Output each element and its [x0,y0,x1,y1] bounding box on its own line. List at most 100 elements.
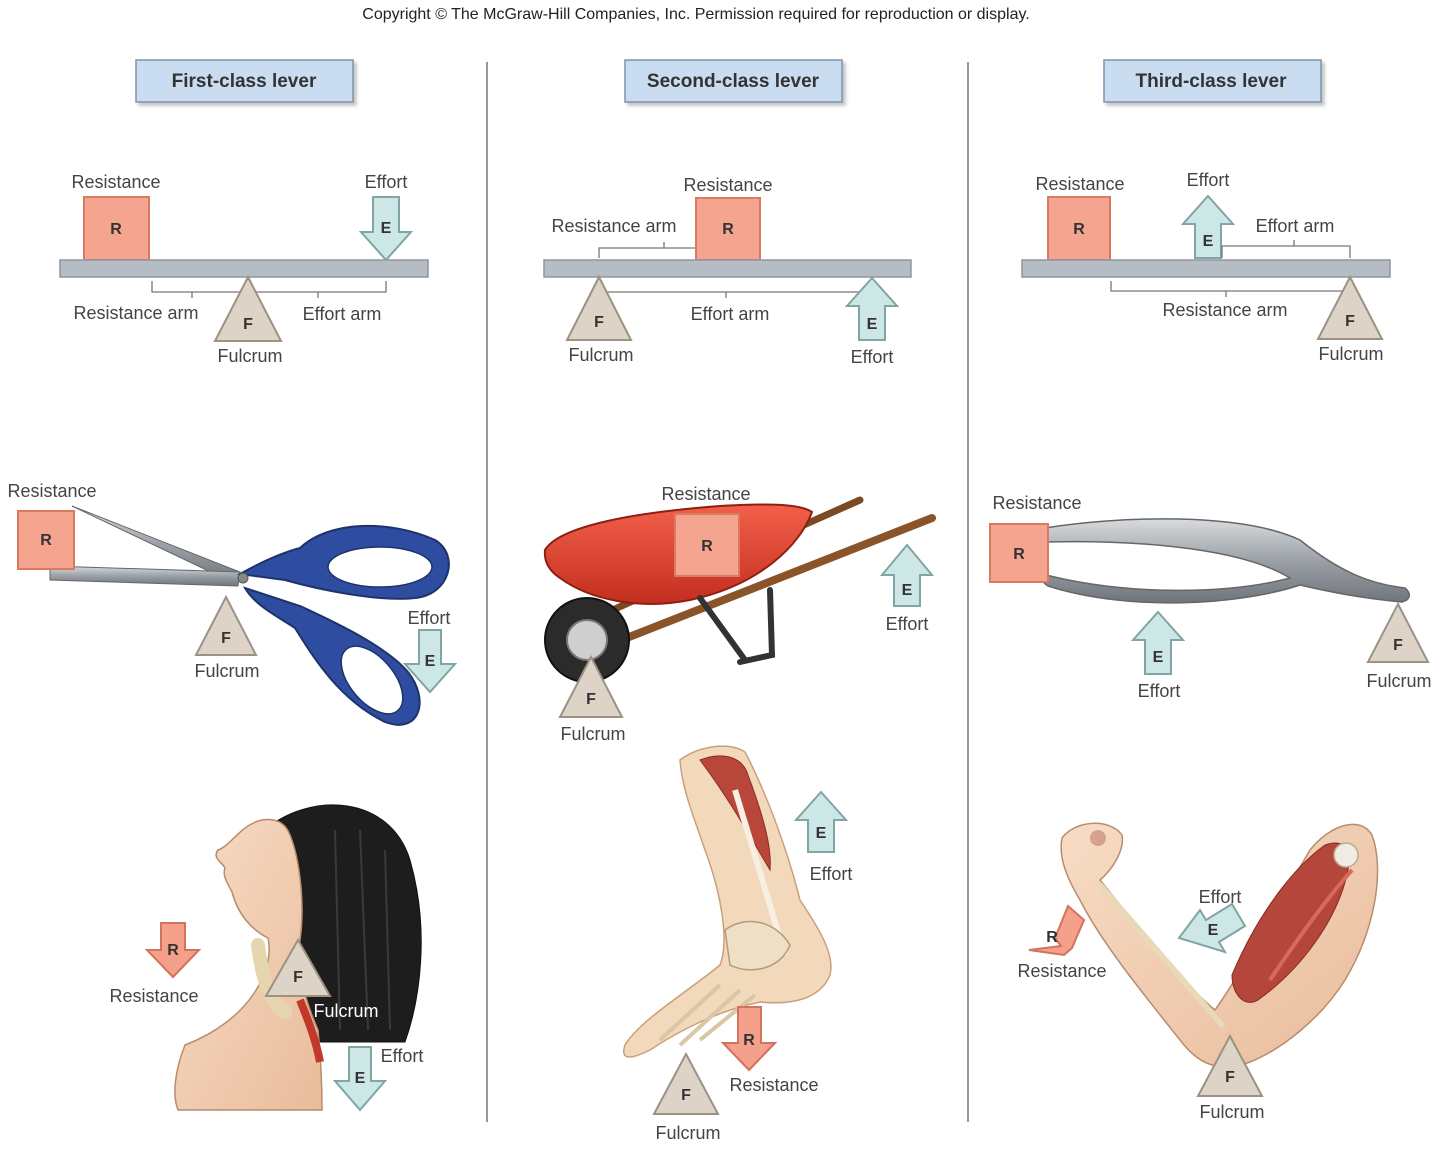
column-title: Second-class lever [647,71,820,92]
effort-arrow-up-icon [1130,610,1186,675]
tweezers-illustration [1041,518,1410,604]
effort-label: Effort [1138,681,1181,701]
column-title: Third-class lever [1135,71,1287,92]
resistance-box [83,196,150,261]
effort-arrow-down-icon [358,196,414,262]
fulcrum-triangle-icon [1366,601,1430,663]
fulcrum-triangle-icon [1196,1033,1264,1097]
title-box [624,59,843,103]
fulcrum-triangle-icon [194,594,258,656]
fulcrum-letter: F [1225,1069,1235,1086]
effort-arrow-icon [1177,902,1247,954]
fulcrum-letter: F [1345,313,1355,330]
effort-label: Effort [886,614,929,634]
third-class-diagram: Resistance R Effort E Effort arm Resista… [1021,170,1391,364]
second-class-column: Second-class lever Resistance Resistance… [543,59,936,1143]
resistance-arrow-down-icon [720,1006,778,1072]
handle-hole [327,546,433,588]
effort-arrow-up-icon [844,276,900,341]
lever-beam [543,259,912,278]
effort-label: Effort [810,864,853,884]
resistance-letter: R [40,532,52,549]
fulcrum-label: Fulcrum [313,1001,378,1021]
third-class-column: Third-class lever Resistance R Effort E … [989,59,1432,1122]
scissors-blade-bottom [49,565,241,587]
resistance-box [1047,196,1111,261]
scissors-pivot [237,572,249,584]
neck-muscle [296,998,324,1063]
tweezers-example: Resistance R E Effort F Fulcrum [989,493,1432,701]
lever-beam [1021,259,1391,278]
resistance-letter: R [701,538,713,555]
fist-knuckles [1090,830,1106,846]
wheelbarrow-handle [592,514,936,654]
resistance-label: Resistance [7,481,96,501]
effort-arrow-up-icon [1180,194,1236,259]
resistance-letter: R [1073,221,1085,238]
resistance-label: Resistance [729,1075,818,1095]
effort-label: Effort [365,172,408,192]
column-title: First-class lever [172,71,317,92]
first-class-column: First-class lever Resistance R Effort E … [7,59,458,1112]
resistance-letter: R [1013,546,1025,563]
wheelbarrow-example: Resistance R E Effort F Fulcrum [543,484,936,744]
resistance-label: Resistance [1035,174,1124,194]
effort-arm-bracket [1221,240,1351,258]
first-class-diagram: Resistance R Effort E Resistance arm Eff… [59,172,429,366]
fulcrum-triangle-icon [1316,274,1384,340]
shoulder-joint [1333,842,1359,868]
biceps-muscle [1231,842,1350,1003]
effort-letter: E [1203,233,1214,250]
fulcrum-label: Fulcrum [568,345,633,365]
resistance-label: Resistance [992,493,1081,513]
face-neck-illustration [174,818,323,1111]
copyright-notice: Copyright © The McGraw-Hill Companies, I… [362,6,1029,23]
hair-strands [334,829,391,1031]
resistance-box [695,197,761,261]
resistance-letter: R [743,1032,755,1049]
effort-letter: E [902,582,913,599]
resistance-letter: R [110,221,122,238]
effort-label: Effort [851,347,894,367]
fulcrum-triangle-icon [652,1051,720,1115]
wheelbarrow-legs [697,587,776,665]
fulcrum-triangle-icon [558,654,624,718]
resistance-box [17,510,75,570]
resistance-box [989,523,1049,583]
effort-arm-bracket [598,282,873,298]
effort-letter: E [1208,922,1219,939]
fulcrum-label: Fulcrum [655,1123,720,1143]
effort-letter: E [867,316,878,333]
effort-arrow-up-icon [793,790,849,853]
resistance-label: Resistance [683,175,772,195]
resistance-letter: R [167,942,179,959]
wheel-hub [566,619,608,661]
effort-letter: E [355,1070,366,1087]
fulcrum-letter: F [1393,637,1403,654]
effort-label: Effort [408,608,451,628]
title-box [1103,59,1322,103]
effort-label: Effort [381,1046,424,1066]
calf-muscle [699,755,771,872]
effort-arm-label: Effort arm [691,304,770,324]
fulcrum-triangle-icon [565,274,633,341]
fulcrum-letter: F [221,630,231,647]
handle-hole [340,645,404,715]
effort-letter: E [1153,649,1164,666]
effort-arm-label: Effort arm [303,304,382,324]
fulcrum-label: Fulcrum [1199,1102,1264,1122]
fulcrum-label: Fulcrum [1318,344,1383,364]
lever-beam [59,259,429,278]
arm-example: Effort E R Resistance F Fulcrum [1017,822,1379,1122]
fulcrum-label: Fulcrum [194,661,259,681]
effort-letter: E [425,653,436,670]
resistance-arm-label: Resistance arm [73,303,198,323]
ankle-bones [724,920,791,971]
effort-letter: E [816,825,827,842]
title-box [135,59,354,103]
effort-arrow-up-icon [879,543,935,607]
foot-bones [658,983,757,1047]
forearm-bones [1097,882,1225,1028]
